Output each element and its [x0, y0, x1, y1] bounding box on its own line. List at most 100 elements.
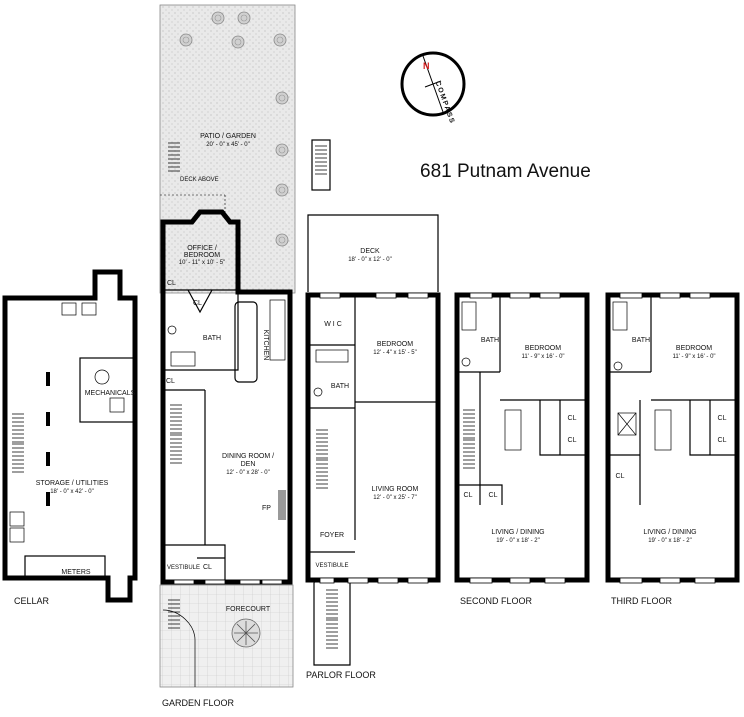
- kitchen-counter: [269, 299, 286, 361]
- third-living-dining-label: LIVING / DINING: [643, 529, 696, 536]
- patio-garden-label: PATIO / GARDEN: [200, 133, 256, 140]
- window-9: [319, 292, 341, 299]
- deck-stairs: [311, 139, 331, 191]
- window-11: [407, 292, 429, 299]
- parlor-toilet-icon: [313, 387, 323, 397]
- stoop: [313, 578, 351, 666]
- office-bedroom-label-line1: OFFICE /: [187, 245, 217, 252]
- deck-label: DECK: [360, 248, 380, 255]
- third-closet-label-1: CL: [718, 415, 727, 422]
- second-bedroom-label: BEDROOM: [525, 345, 561, 352]
- second-closet-label-4: CL: [489, 492, 498, 499]
- window-2: [204, 579, 226, 585]
- garden-bath-label: BATH: [203, 335, 221, 342]
- office-bedroom-dimensions: 10' - 11" x 10' - 5": [179, 260, 225, 266]
- dining-den-label-line2: DEN: [241, 461, 256, 468]
- compass-icon: N COMPASS: [400, 51, 466, 125]
- window-18: [619, 292, 643, 299]
- window-3: [239, 579, 261, 585]
- third-bedroom-label: BEDROOM: [676, 345, 712, 352]
- storage-room-dimensions: 18' - 0" x 42' - 0": [50, 489, 94, 495]
- second-closet-label-1: CL: [568, 415, 577, 422]
- window-19: [659, 292, 681, 299]
- window-10: [375, 292, 397, 299]
- parlor-vestibule-label: VESTIBULE: [315, 563, 348, 569]
- window-21: [619, 577, 643, 584]
- second-bath-label: BATH: [481, 337, 499, 344]
- second-toilet-icon: [461, 357, 471, 367]
- garden-floor-label: GARDEN FLOOR: [162, 698, 235, 708]
- window-17: [544, 577, 566, 584]
- parlor-bedroom-label: BEDROOM: [377, 341, 413, 348]
- window-5: [319, 577, 335, 584]
- garden-floor-plan: PATIO / GARDEN 20' - 0" x 45' - 0" DECK …: [159, 4, 296, 708]
- deck-above-label: DECK ABOVE: [180, 177, 219, 183]
- kitchen-label: KITCHEN: [262, 330, 269, 361]
- third-closet-label-2: CL: [718, 437, 727, 444]
- parlor-floor-label: PARLOR FLOOR: [306, 670, 376, 680]
- garden-closet-label-2: CL: [193, 300, 202, 307]
- patio-garden-dimensions: 20' - 0" x 45' - 0": [206, 142, 250, 148]
- window-16: [509, 577, 531, 584]
- third-skylight-icon: [617, 412, 637, 436]
- office-bedroom-label-line2: BEDROOM: [184, 252, 220, 259]
- meters-label: METERS: [61, 569, 91, 576]
- parlor-floor-plan: DECK 18' - 0" x 12' - 0" W I C BEDROOM 1…: [305, 139, 441, 680]
- forecourt-area: [159, 584, 294, 688]
- window-23: [694, 577, 716, 584]
- fireplace-icon: [278, 490, 286, 520]
- foyer-label: FOYER: [320, 532, 344, 539]
- parlor-tub-icon: [315, 349, 349, 363]
- second-living-dining-dimensions: 19' - 0" x 18' - 2": [496, 538, 540, 544]
- third-tub-icon: [612, 301, 628, 331]
- utility-sink-icon: [61, 302, 77, 316]
- dryer-icon: [9, 527, 25, 543]
- second-closet-label-3: CL: [464, 492, 473, 499]
- kitchen-island: [234, 301, 258, 383]
- storage-room-label: STORAGE / UTILITIES: [36, 480, 109, 487]
- garden-tub-icon: [170, 351, 196, 367]
- property-address-title: 681 Putnam Avenue: [420, 161, 591, 182]
- window-20: [689, 292, 711, 299]
- window-8: [407, 577, 429, 584]
- cellar-plan: STORAGE / UTILITIES 18' - 0" x 42' - 0" …: [2, 269, 138, 606]
- third-floor-plan: BATH BEDROOM 11' - 9" x 16' - 0" CL CL C…: [605, 292, 740, 606]
- boiler-icon: [94, 369, 110, 385]
- garden-vestibule-label: VESTIBULE: [167, 565, 200, 571]
- window-14: [539, 292, 561, 299]
- patio-garden-area: [159, 4, 296, 294]
- mechanicals-label: MECHANICALS: [85, 390, 136, 397]
- mechanicals-room: [79, 357, 136, 423]
- third-closet-label-3: CL: [616, 473, 625, 480]
- window-13: [509, 292, 531, 299]
- deck-dimensions: 18' - 0" x 12' - 0": [348, 257, 392, 263]
- garden-closet-label-1: CL: [167, 280, 176, 287]
- third-living-dining-dimensions: 19' - 0" x 18' - 2": [648, 538, 692, 544]
- second-floor-label: SECOND FLOOR: [460, 596, 533, 606]
- forecourt-plant-icon: [231, 618, 261, 648]
- second-kitchenette: [504, 409, 522, 451]
- third-toilet-icon: [613, 361, 623, 371]
- garden-closet-label-3: CL: [166, 378, 175, 385]
- third-bath-label: BATH: [632, 337, 650, 344]
- third-kitchenette: [654, 409, 672, 451]
- window-12: [469, 292, 493, 299]
- second-tub-icon: [461, 301, 477, 331]
- fireplace-label: FP: [262, 505, 271, 512]
- garden-toilet-icon: [167, 325, 177, 335]
- parlor-bedroom-dimensions: 12' - 4" x 15' - 5": [373, 350, 417, 356]
- second-floor-plan: BATH BEDROOM 11' - 9" x 16' - 0" CL CL C…: [454, 292, 590, 606]
- window-7: [377, 577, 399, 584]
- window-22: [659, 577, 681, 584]
- dining-den-dimensions: 12' - 0" x 28' - 0": [226, 470, 270, 476]
- dining-den-label-line1: DINING ROOM /: [222, 453, 274, 460]
- second-living-dining-label: LIVING / DINING: [491, 529, 544, 536]
- washer-icon: [9, 511, 25, 527]
- window-1: [173, 579, 195, 585]
- cellar-floor-label: CELLAR: [14, 596, 50, 606]
- second-closet-label-2: CL: [568, 437, 577, 444]
- forecourt-label: FORECOURT: [226, 606, 271, 613]
- meters-room: [24, 555, 106, 579]
- window-4: [261, 579, 283, 585]
